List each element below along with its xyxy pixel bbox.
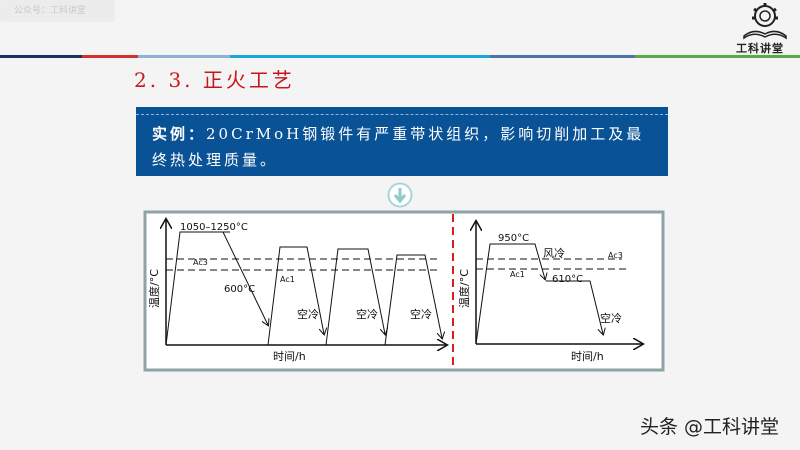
logo-text: 工科讲堂 [736, 42, 784, 55]
left-ac1-label: Ac1 [280, 275, 295, 284]
right-air-cool-label: 空冷 [600, 311, 622, 325]
right-y-label: 温度/°C [457, 269, 471, 308]
stripe-2 [82, 55, 138, 58]
left-chart [166, 220, 446, 345]
watermark: 公众号：工科讲堂 [0, 0, 115, 22]
right-ac1-label: Ac1 [510, 270, 525, 279]
stripe-4 [230, 55, 490, 58]
example-label: 实例： [152, 125, 207, 143]
left-600-label: 600°C [224, 284, 255, 295]
gear-book-icon [743, 3, 787, 40]
left-x-label: 时间/h [273, 350, 306, 363]
right-curve-1 [475, 243, 545, 345]
stripe-3 [138, 55, 230, 58]
right-chart [476, 222, 642, 344]
left-peak-label: 1050–1250°C [180, 222, 248, 233]
left-cool-label-1: 空冷 [297, 307, 319, 321]
example-box: 实例：20CrMoH钢锻件有严重带状组织，影响切削加工及最终热处理质量。 [136, 107, 668, 176]
diagram-frame [143, 210, 665, 372]
right-fan-cool-label: 风冷 [543, 247, 565, 260]
right-x-label: 时间/h [571, 350, 604, 363]
left-curve-3 [325, 248, 385, 346]
footer-watermark: 头条 @工科讲堂 [640, 416, 780, 438]
right-curve-2 [546, 280, 603, 334]
stripe-1 [0, 55, 82, 58]
dashed-divider [136, 114, 668, 115]
right-610-label: 610°C [552, 274, 583, 285]
right-peak-label: 950°C [498, 233, 529, 244]
section-title: 2. 3. 正火工艺 [134, 68, 295, 92]
left-cool-label-2: 空冷 [356, 307, 378, 321]
stripe-6 [635, 55, 800, 58]
left-cool-label-3: 空冷 [410, 307, 432, 321]
example-text: 实例：20CrMoH钢锻件有严重带状组织，影响切削加工及最终热处理质量。 [152, 121, 658, 173]
left-y-label: 温度/°C [147, 269, 161, 308]
left-curve-2 [267, 246, 324, 346]
down-arrow-circle-icon [387, 182, 413, 208]
stripe-5 [490, 55, 635, 58]
left-ac3-label: Ac3 [193, 258, 208, 267]
example-body: 20CrMoH钢锻件有严重带状组织，影响切削加工及最终热处理质量。 [152, 125, 645, 169]
left-curve-4 [384, 254, 442, 346]
right-ac3-label: Ac3 [608, 251, 623, 260]
